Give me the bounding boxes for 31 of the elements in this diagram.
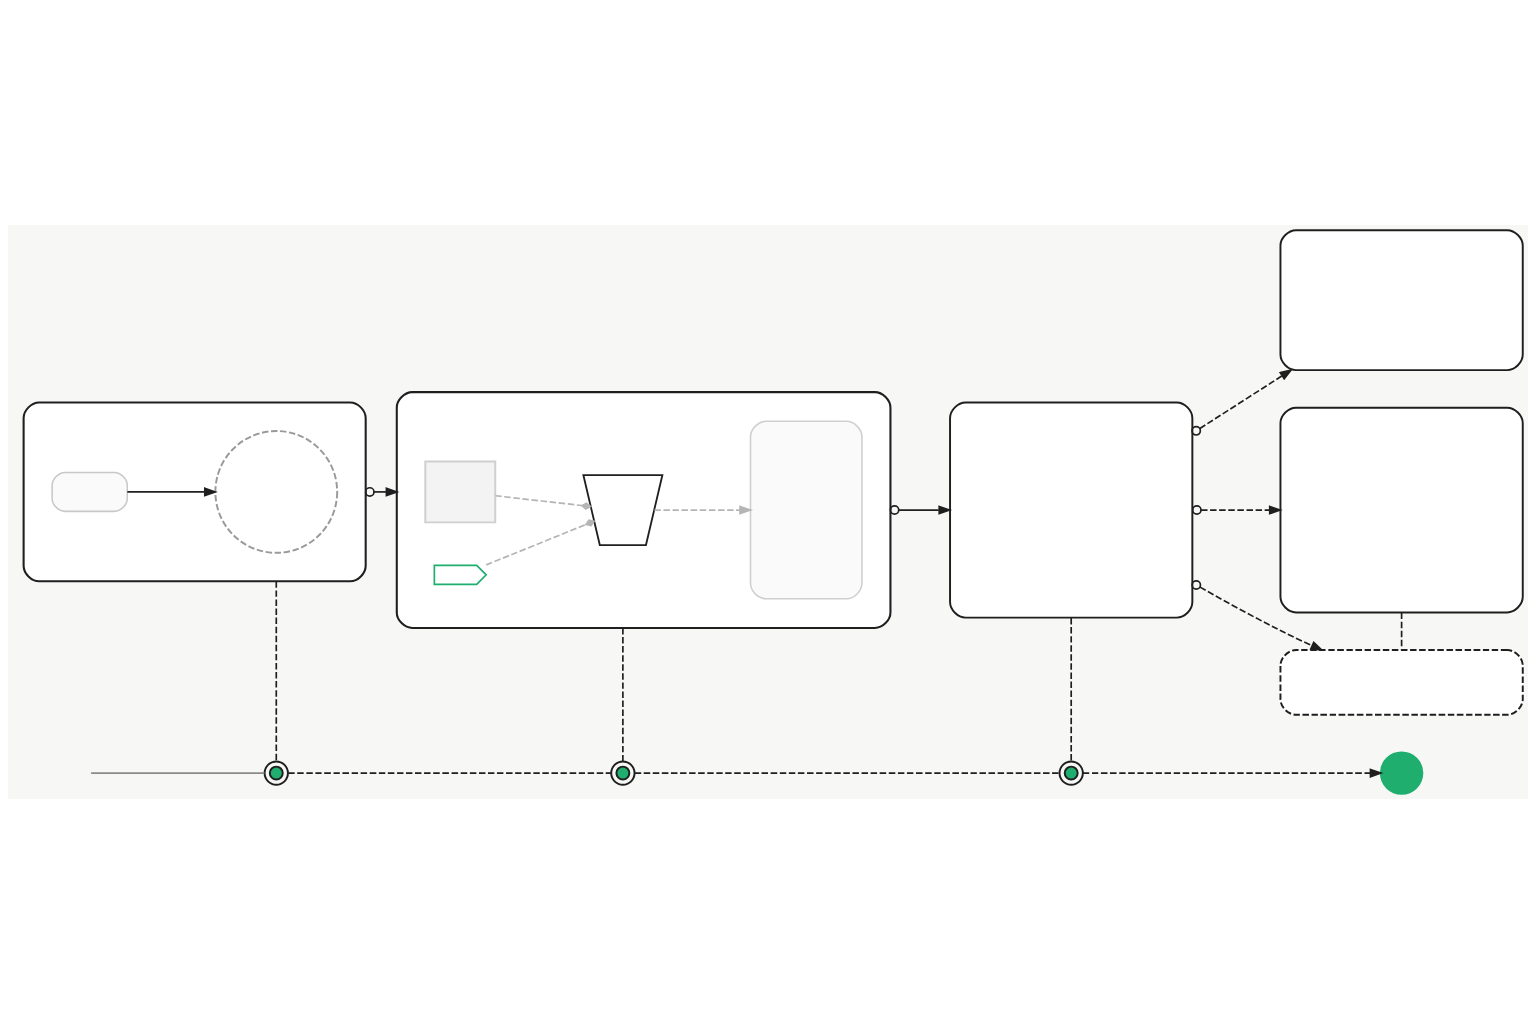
connector: [622, 627, 624, 763]
connector: [1400, 611, 1403, 651]
connector: [287, 772, 612, 774]
connector: [1070, 617, 1073, 763]
connector: [633, 772, 1061, 774]
arrow: [1191, 368, 1294, 436]
cluster: [395, 391, 892, 629]
node-tag: [433, 564, 488, 586]
node-box: [1279, 406, 1524, 614]
node-circle: [263, 760, 289, 786]
arrow: [364, 486, 400, 497]
node-box: [51, 471, 129, 513]
connector: [494, 494, 592, 510]
arrow: [1082, 768, 1384, 778]
node-circle: [610, 760, 636, 786]
node-circle: [1058, 760, 1084, 786]
node-box: [424, 460, 497, 524]
node-box: [1279, 649, 1524, 716]
node-box: [749, 420, 863, 600]
node-circle: [214, 430, 339, 554]
arrow: [126, 487, 218, 497]
arrow: [1191, 579, 1324, 651]
connector: [90, 772, 266, 774]
node-box: [949, 401, 1194, 619]
connector: [485, 519, 596, 566]
connector: [275, 580, 278, 762]
node-circle: [1379, 751, 1424, 795]
arrow: [653, 505, 753, 515]
arrow: [1191, 505, 1283, 516]
arrow: [889, 505, 953, 516]
node-box: [1279, 229, 1524, 372]
